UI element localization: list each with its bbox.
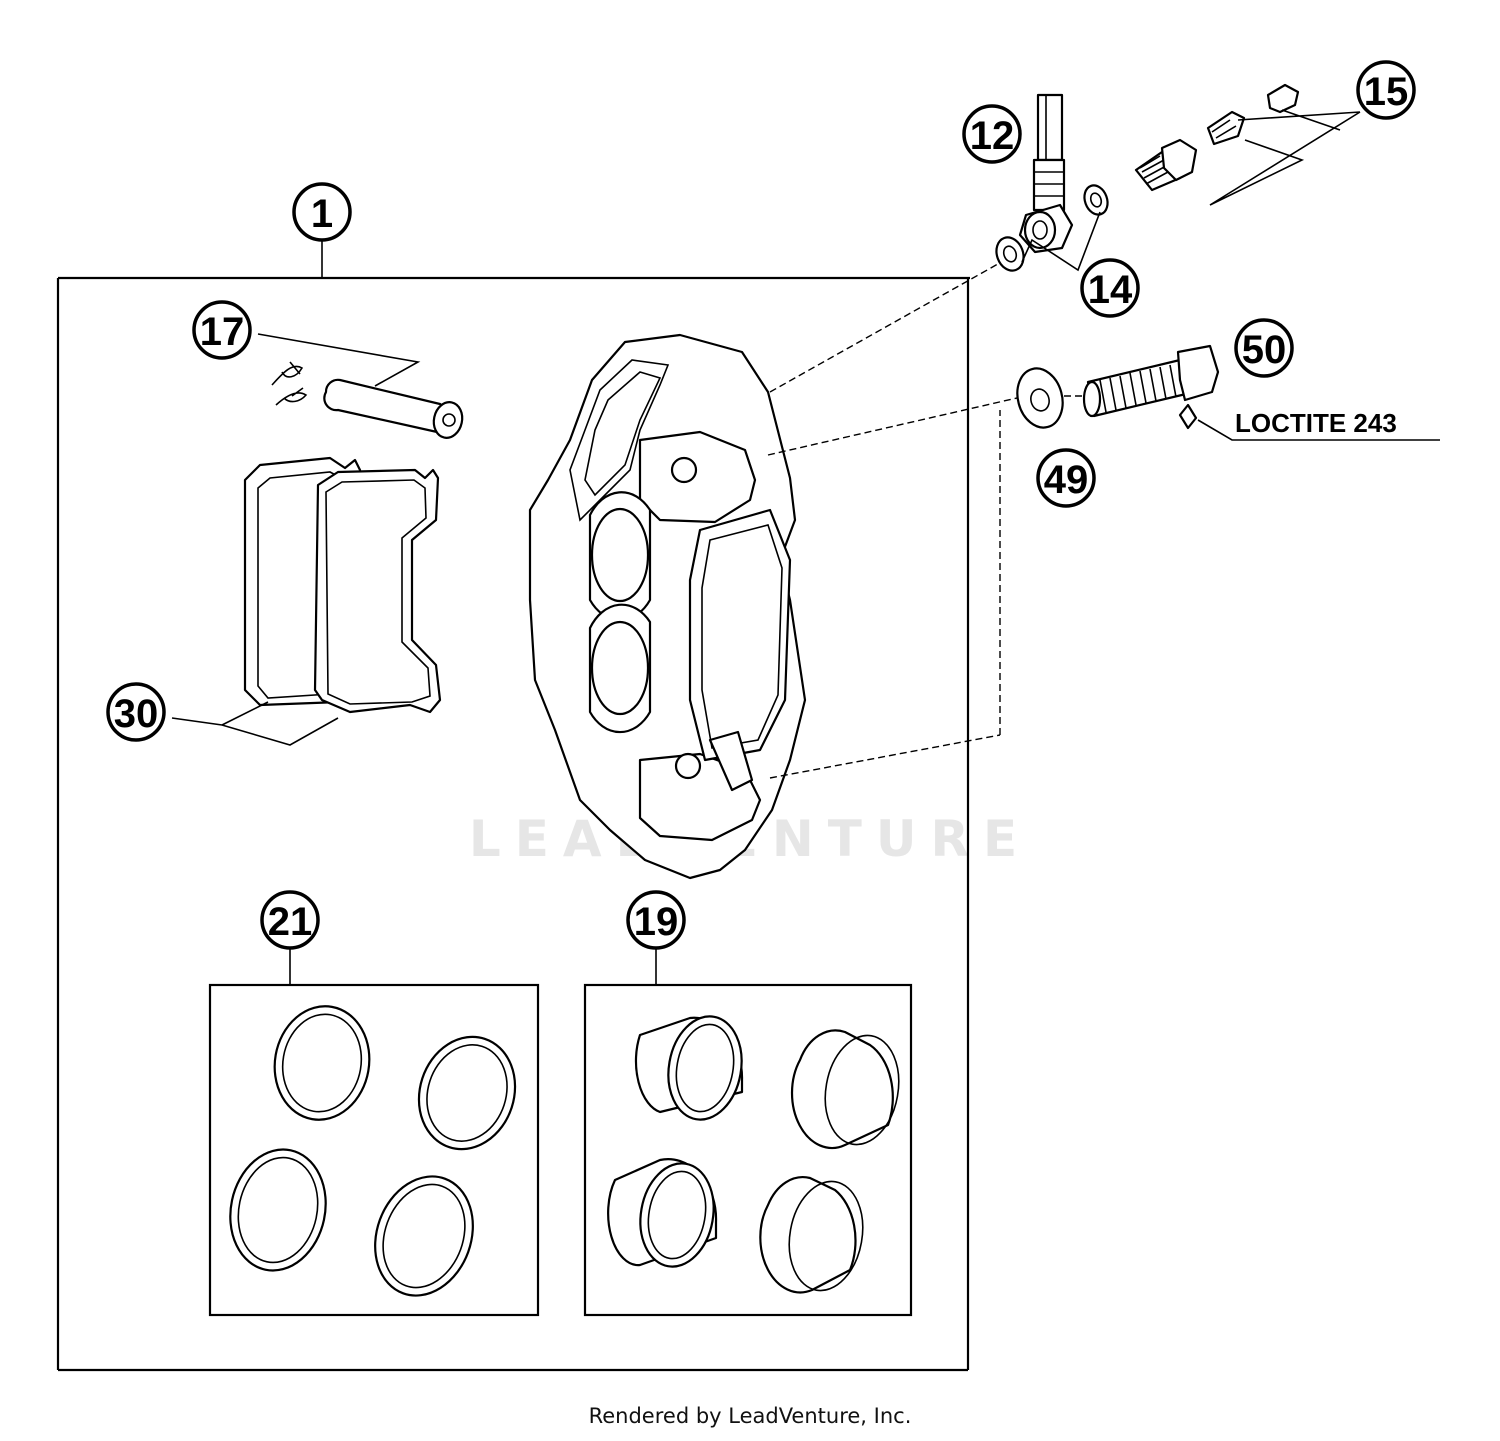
svg-text:1: 1 bbox=[311, 192, 333, 236]
svg-text:21: 21 bbox=[268, 900, 313, 944]
hose-washers bbox=[995, 184, 1109, 272]
seal-ring bbox=[273, 1005, 371, 1121]
brake-hose bbox=[1018, 93, 1074, 254]
callout-12: 12 bbox=[962, 104, 1022, 164]
assembly-frame bbox=[56, 240, 970, 1372]
piston-kit-box bbox=[583, 948, 913, 1317]
mounting-bolt bbox=[1082, 344, 1440, 441]
callout-50: 50 bbox=[1234, 318, 1294, 378]
svg-text:15: 15 bbox=[1364, 70, 1409, 114]
piston bbox=[790, 1029, 900, 1150]
piston bbox=[607, 1158, 718, 1268]
callout-21: 21 bbox=[260, 890, 320, 950]
loctite-note: LOCTITE 243 bbox=[1235, 408, 1397, 438]
callout-19: 19 bbox=[626, 890, 686, 950]
piston bbox=[634, 1015, 744, 1121]
seal-ring bbox=[417, 1035, 517, 1151]
svg-text:50: 50 bbox=[1242, 328, 1287, 372]
bleeder-screw bbox=[1134, 83, 1361, 206]
assembly-lines bbox=[767, 259, 1092, 779]
mounting-washer bbox=[1016, 367, 1064, 429]
svg-text:14: 14 bbox=[1088, 268, 1133, 312]
svg-text:19: 19 bbox=[634, 900, 679, 944]
footer-credit: Rendered by LeadVenture, Inc. bbox=[588, 1404, 912, 1428]
callout-49: 49 bbox=[1036, 448, 1096, 508]
callout-1: 1 bbox=[292, 182, 352, 242]
svg-text:49: 49 bbox=[1044, 458, 1089, 502]
brake-pads bbox=[171, 456, 442, 746]
caliper-body bbox=[528, 333, 807, 880]
piston bbox=[759, 1176, 864, 1294]
pad-pin-and-clip bbox=[257, 333, 464, 439]
svg-text:30: 30 bbox=[114, 692, 159, 736]
callout-15: 15 bbox=[1356, 60, 1416, 120]
seal-ring bbox=[374, 1175, 474, 1297]
callout-30: 30 bbox=[106, 682, 166, 742]
callout-14: 14 bbox=[1080, 258, 1140, 318]
seal-kit-box bbox=[208, 948, 540, 1317]
callout-17: 17 bbox=[192, 300, 252, 360]
seal-ring bbox=[229, 1148, 327, 1272]
svg-text:17: 17 bbox=[200, 310, 245, 354]
svg-text:12: 12 bbox=[970, 114, 1015, 158]
